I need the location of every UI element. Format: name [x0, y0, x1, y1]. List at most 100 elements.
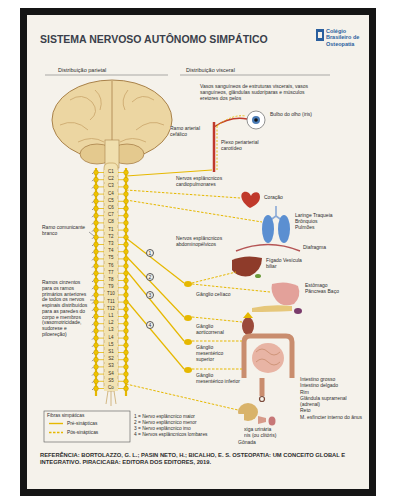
gray-ramus: [92, 216, 94, 218]
intestinal-fiber: [192, 341, 242, 342]
callout-number: 1: [146, 249, 154, 257]
lesser-splanchnic-nerve: [126, 256, 184, 317]
legend-sample: [48, 430, 64, 435]
gray-ramus: [92, 237, 94, 239]
lung: [278, 215, 290, 243]
organ-label: Coração: [264, 195, 296, 201]
trunk-ganglion: [124, 357, 129, 362]
superior-mesenteric-ganglion: [184, 339, 192, 345]
trunk-ganglion: [124, 206, 129, 211]
spinal-level: S1: [104, 350, 118, 355]
poster-ground: [27, 15, 369, 489]
trunk-ganglion: [94, 300, 99, 305]
organ-label: Pênis (ou clitóris): [238, 433, 296, 439]
trunk-ganglion: [94, 213, 99, 218]
spinal-level: T10: [104, 292, 118, 297]
trunk-ganglion: [124, 221, 129, 226]
spinal-level: C7: [104, 213, 118, 218]
trunk-ganglion: [94, 228, 99, 233]
hepatic-fiber: [192, 272, 236, 283]
gray-ramus: [92, 259, 94, 261]
trunk-ganglion: [124, 285, 129, 290]
gray-ramus: [92, 281, 94, 283]
trunk-ganglion: [94, 314, 99, 319]
leader-line: [89, 232, 94, 236]
brain-gyri: [60, 90, 164, 142]
trunk-ganglion: [124, 264, 129, 269]
spinal-level: S2: [104, 357, 118, 362]
colic-fiber: [192, 369, 242, 370]
lung: [262, 215, 274, 243]
trunk-ganglion: [94, 336, 99, 341]
gray-ramus: [92, 230, 94, 232]
key-entry: 4 = Nervos esplâncnicos lombares: [134, 432, 244, 438]
gray-ramus: [92, 389, 94, 391]
trunk-ganglion: [94, 350, 99, 355]
trunk-ganglion: [124, 185, 129, 190]
postganglionic-fiber: [217, 116, 246, 126]
key-entry: 3 = Nervo esplâncnico imo: [134, 426, 244, 432]
gray-ramus: [92, 374, 94, 376]
spinal-level: T8: [104, 278, 118, 283]
trunk-ganglion: [124, 177, 129, 182]
trunk-ganglion: [94, 177, 99, 182]
organ-label: Reto: [300, 408, 366, 414]
gray-ramus: [92, 345, 94, 347]
trunk-ganglion: [94, 386, 99, 391]
gray-ramus: [92, 309, 94, 311]
trunk-ganglion: [94, 242, 99, 247]
gray-ramus: [92, 180, 94, 182]
organ-label: Laringe Traqueia Brônquios Pulmões: [295, 213, 335, 230]
gray-ramus: [92, 331, 94, 333]
eyeball: [247, 111, 265, 129]
gray-ramus: [92, 324, 94, 326]
gray-ramus: [92, 245, 94, 247]
trunk-ganglion: [94, 293, 99, 298]
trunk-ganglion: [124, 329, 129, 334]
key-entry: 2 = Nervo esplâncnico menor: [134, 420, 244, 426]
adrenal-gland: [243, 312, 253, 318]
trunk-ganglion: [124, 372, 129, 377]
picture-frame: [20, 8, 376, 496]
least-splanchnic-nerve: [126, 270, 184, 341]
gray-ramus: [92, 381, 94, 383]
trunk-ganglion: [124, 170, 129, 175]
gray-ramus: [92, 266, 94, 268]
spinal-level: S4: [104, 372, 118, 377]
legend-text: Pós-sinápticas: [67, 430, 98, 436]
aorticorenal-ganglion: [184, 315, 192, 321]
gray-ramus: [92, 201, 94, 203]
trunk-ganglion: [94, 257, 99, 262]
organ-label: M. esfíncter interno do ânus: [300, 415, 366, 421]
gonad: [269, 417, 276, 426]
postganglionic-fibers: [126, 190, 270, 410]
organ-label: Bexiga urinária: [238, 427, 296, 433]
legend-row: Pré-sinápticas: [48, 421, 97, 427]
nerve-label: Ramos cinzentos para os ramos primários …: [42, 280, 88, 338]
spinal-level: T3: [104, 242, 118, 247]
trunk-ganglion: [94, 285, 99, 290]
preganglionic-fibers: [126, 170, 212, 369]
trunk-ganglia: [92, 170, 128, 391]
organ-label: Rim: [300, 390, 366, 396]
trunk-ganglion: [124, 278, 129, 283]
large-intestine: [244, 336, 292, 378]
lumbar-splanchnic-nerve: [126, 300, 184, 369]
ganglion-label: Gânglio mesentérico superior: [196, 345, 240, 362]
trunk-ganglion: [124, 199, 129, 204]
kidney: [242, 317, 254, 335]
leader-line: [90, 300, 94, 301]
logo-mark: [318, 32, 322, 38]
trunk-ganglion: [94, 271, 99, 276]
cephalic-artery: [214, 118, 247, 127]
spinal-level: T5: [104, 256, 118, 261]
spinal-level: L3: [104, 328, 118, 333]
trunk-ganglion: [124, 228, 129, 233]
spinal-level: T12: [104, 307, 118, 312]
spinal-level: T1: [104, 228, 118, 233]
gray-ramus: [92, 209, 94, 211]
spinal-level: T11: [104, 300, 118, 305]
trunk-ganglion: [94, 249, 99, 254]
target-label: Vasos sanguíneos de estruturas viscerais…: [200, 84, 315, 101]
cardiac-nerve: [126, 190, 240, 198]
